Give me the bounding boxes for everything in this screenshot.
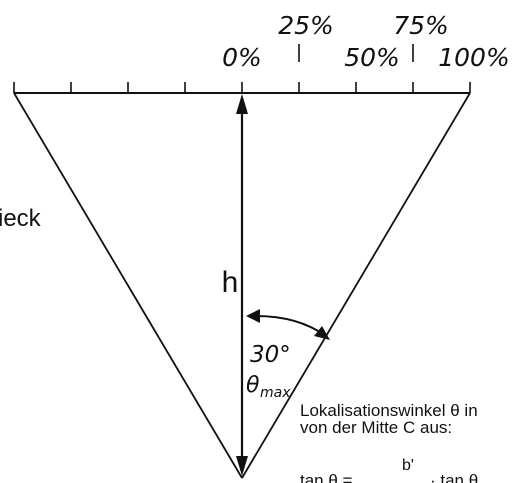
scale-label-100: 100% bbox=[438, 43, 509, 72]
theta-symbol: θ bbox=[246, 373, 260, 398]
scale-label-0: 0% bbox=[222, 43, 262, 72]
triangle-right-side bbox=[241, 92, 471, 479]
caption-formula-superscript: b' bbox=[402, 457, 414, 474]
scale-ticks bbox=[13, 82, 471, 93]
scale-label-75: 75% bbox=[393, 11, 449, 40]
caption-line-1: Lokalisationswinkel θ in bbox=[300, 401, 478, 420]
caption-formula-suffix: · tan θ bbox=[430, 471, 478, 483]
height-arrow-top-icon bbox=[236, 94, 248, 114]
angle-arc-arrow-left-icon bbox=[246, 309, 260, 323]
height-arrow-bottom-icon bbox=[236, 456, 248, 476]
triangle-left-side bbox=[13, 92, 243, 479]
angle-arc bbox=[255, 315, 327, 337]
scale-label-50: 50% bbox=[344, 43, 400, 72]
caption-formula-prefix: tan θ = bbox=[300, 471, 353, 483]
side-label: ieck bbox=[0, 205, 42, 232]
scale-label-25: 25% bbox=[278, 11, 334, 40]
height-label: h bbox=[222, 266, 239, 299]
angle-value: 30° bbox=[250, 342, 291, 368]
theta-subscript: max bbox=[260, 385, 291, 401]
angle-arc-arrow-right-icon bbox=[314, 326, 330, 340]
caption-line-2: von der Mitte C aus: bbox=[300, 418, 452, 437]
